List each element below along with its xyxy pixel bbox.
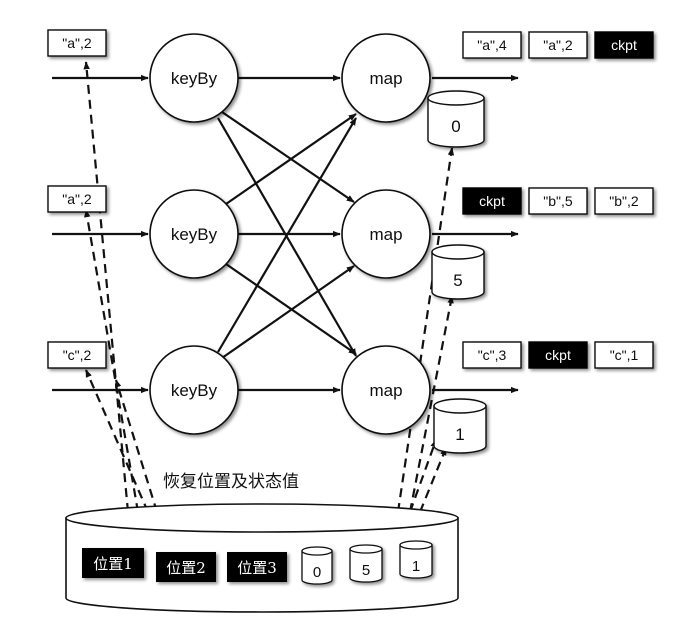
keyby-label: keyBy — [171, 225, 218, 244]
flow-edges — [52, 74, 519, 394]
map-node — [341, 33, 431, 123]
output-record-box — [462, 341, 522, 369]
restore-line — [114, 379, 159, 513]
shuffle-arrow — [217, 117, 357, 353]
stored-position — [82, 548, 144, 578]
keyby-label: keyBy — [171, 69, 218, 88]
restore-line — [84, 369, 150, 513]
stored-states: 0 5 1 — [301, 540, 433, 585]
restore-line — [408, 295, 454, 513]
source-record: "c",2 — [63, 347, 92, 363]
state-value: 1 — [455, 425, 464, 444]
map-label: map — [369, 381, 402, 400]
checkpoint-barrier — [528, 341, 588, 369]
stored-position-label: 位置3 — [237, 559, 277, 577]
state-cylinders: 0 5 1 — [427, 90, 487, 454]
output-record: "a",4 — [477, 37, 507, 53]
source-record-box — [47, 341, 107, 369]
checkpoint-barrier — [462, 187, 522, 215]
restore-line — [396, 147, 455, 513]
stored-state-cylinder: 1 — [399, 540, 433, 579]
state-cylinder: 5 — [431, 244, 485, 300]
output-record-box — [594, 187, 654, 215]
stored-state-cylinder: 5 — [349, 544, 383, 583]
source-record: "a",2 — [62, 191, 92, 207]
map-node — [341, 189, 431, 279]
keyby-node — [149, 189, 239, 279]
output-stream-1: "a",4 "a",2 ckpt — [462, 31, 654, 59]
storage-cylinder-top — [65, 503, 459, 533]
keyby-label: keyBy — [171, 381, 218, 400]
stored-state-cylinder: 0 — [301, 546, 333, 585]
output-stream-3: "c",3 ckpt "c",1 — [462, 341, 654, 369]
source-record: "a",2 — [62, 35, 92, 51]
output-record: "c",1 — [610, 347, 639, 363]
shuffle-arrow — [225, 113, 357, 205]
restore-line — [84, 209, 140, 513]
stored-positions: 位置1 位置2 位置3 — [82, 548, 287, 582]
stored-position-label: 位置1 — [93, 555, 133, 573]
output-record: "b",5 — [543, 193, 573, 209]
output-stream-2: ckpt "b",5 "b",2 — [462, 187, 654, 215]
restore-line — [83, 61, 130, 513]
map-label: map — [369, 225, 402, 244]
checkpoint-barrier-label: ckpt — [611, 37, 637, 53]
stored-state-value: 1 — [412, 558, 420, 575]
output-record-box — [528, 187, 588, 215]
restore-line — [418, 447, 448, 513]
state-value: 5 — [453, 271, 462, 290]
output-streams: "a",4 "a",2 ckpt ckpt "b",5 "b",2 "c",3 … — [462, 31, 654, 369]
map-node — [341, 345, 431, 435]
output-record: "c",3 — [478, 347, 507, 363]
shuffle-arrow — [221, 265, 355, 359]
stored-position-label: 位置2 — [166, 559, 206, 577]
output-record: "b",2 — [609, 193, 639, 209]
stored-position — [156, 552, 216, 582]
restore-line — [408, 439, 438, 513]
source-records: "a",2 "a",2 "c",2 — [47, 29, 107, 369]
keyby-node — [149, 33, 239, 123]
output-record-box — [462, 31, 522, 59]
shuffle-arrow — [221, 111, 355, 203]
output-record-box — [528, 31, 588, 59]
output-record-box — [594, 341, 654, 369]
source-record-box — [47, 29, 107, 57]
state-cylinder: 0 — [427, 90, 485, 148]
stored-position — [227, 552, 287, 582]
state-cylinder: 1 — [433, 398, 487, 454]
map-nodes: map map map — [341, 33, 431, 435]
stored-state-value: 0 — [313, 564, 321, 581]
restore-lines — [83, 61, 455, 513]
keyby-nodes: keyBy keyBy keyBy — [149, 33, 239, 435]
output-record: "a",2 — [543, 37, 573, 53]
map-label: map — [369, 69, 402, 88]
checkpoint-barrier-label: ckpt — [545, 347, 571, 363]
restore-caption: 恢复位置及状态值 — [163, 472, 299, 492]
checkpoint-barrier-label: ckpt — [479, 193, 505, 209]
keyby-node — [149, 345, 239, 435]
source-record-box — [47, 185, 107, 213]
state-value: 0 — [451, 117, 460, 136]
checkpoint-barrier — [594, 31, 654, 59]
stored-state-value: 5 — [362, 562, 370, 579]
